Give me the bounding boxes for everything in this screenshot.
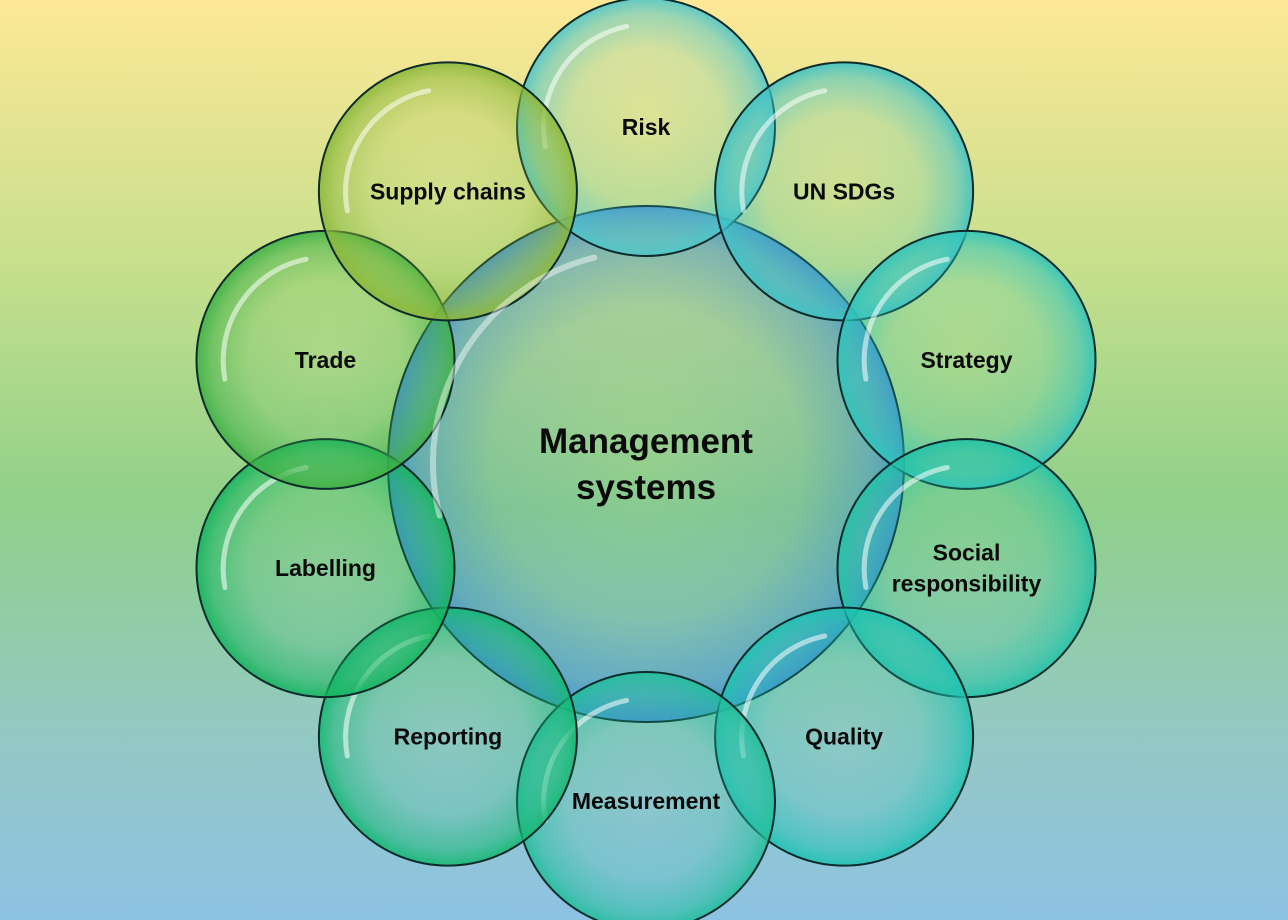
label-measurement: Measurement <box>572 788 721 814</box>
label-measurement-line: Measurement <box>572 788 721 814</box>
label-strategy-line: Strategy <box>920 347 1012 373</box>
label-supply-chains-line: Supply chains <box>370 178 526 204</box>
label-risk-line: Risk <box>622 114 671 140</box>
center-highlight <box>430 254 598 519</box>
label-un-sdgs: UN SDGs <box>793 178 895 204</box>
label-labelling: Labelling <box>275 555 376 581</box>
label-risk: Risk <box>622 114 671 140</box>
label-strategy: Strategy <box>920 347 1012 373</box>
label-reporting: Reporting <box>394 724 503 750</box>
bubble-highlight <box>861 256 950 382</box>
bubble-highlight <box>739 88 828 214</box>
bubble-highlight <box>861 465 950 590</box>
label-reporting-line: Reporting <box>394 724 503 750</box>
label-trade: Trade <box>295 347 356 373</box>
label-labelling-line: Labelling <box>275 555 376 581</box>
label-social-responsibility-line: Social <box>933 540 1001 566</box>
center-label-line: Management <box>539 422 753 461</box>
label-un-sdgs-line: UN SDGs <box>793 178 895 204</box>
label-quality-line: Quality <box>805 724 883 750</box>
label-quality: Quality <box>805 724 883 750</box>
bubble-highlight <box>220 256 309 382</box>
label-supply-chains: Supply chains <box>370 178 526 204</box>
center-label: Management systems <box>539 422 753 507</box>
label-social-responsibility-line: responsibility <box>892 571 1042 597</box>
label-trade-line: Trade <box>295 347 356 373</box>
center-label-line: systems <box>576 468 716 507</box>
label-social-responsibility: Social responsibility <box>892 540 1042 597</box>
bubble-supply-chains <box>317 61 578 322</box>
bubble-highlight <box>343 88 432 214</box>
diagram-shapes <box>195 0 1097 920</box>
